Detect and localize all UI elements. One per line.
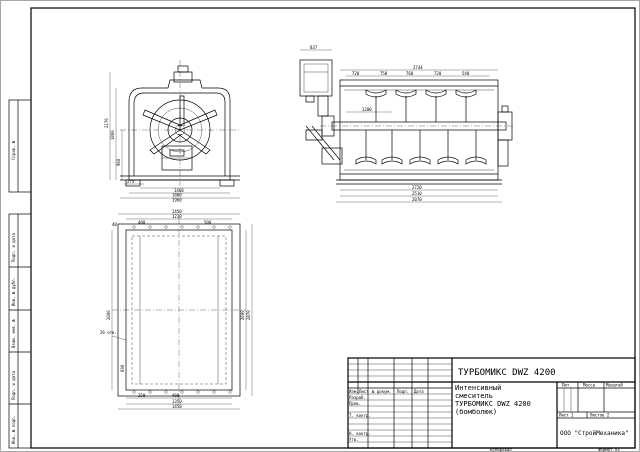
dim-side-760: 760 [406,71,414,76]
col-list: Лист [359,389,369,394]
copied-label: Копировал [490,447,512,452]
dim-plan-1450: 1450 [172,209,182,214]
dim-side-720b: 720 [434,71,442,76]
dim-front-1460: 1460 [174,188,184,193]
front-view: 1800 2170 960 1460 1800 1960 275 [104,60,240,203]
dim-front-1800b: 1800 [172,193,182,198]
document-title: ТУРБОМИКС DWZ 4200 [458,368,556,378]
item-name-line-3: ТУРБОМИКС DWZ 4200 [455,400,531,408]
dim-plan-1230: 1230 [172,214,182,219]
dim-side-720a: 720 [352,71,360,76]
lit-label: Лит. [562,383,572,388]
role-developer: Разраб. [349,395,366,400]
role-checked: Пров. [349,401,361,406]
dim-plan-2870: 2870 [246,310,251,320]
dim-plan-1350: 1350 [172,399,182,404]
dim-plan-400: 400 [138,220,146,225]
plan-view: 1450 1230 400 500 40 2000 2600 2870 690 … [100,209,253,410]
dim-plan-1450b: 1450 [172,404,182,409]
role-tech-control: Т. контр. [349,413,371,418]
dim-front-275: 275 [127,179,135,184]
item-name-line-4: (бомболюк) [455,408,497,416]
dim-front-960: 960 [116,158,121,166]
dim-side-837: 837 [310,45,318,50]
dim-side-1200: 1200 [362,107,372,112]
strip-label-orig: Инв. № подл. [11,415,16,444]
dim-plan-2000: 2000 [106,310,111,320]
dim-front-1800: 1800 [110,130,115,140]
col-sign: Подп. [397,389,409,394]
dim-plan-2600: 2600 [240,310,245,320]
dim-plan-40: 40 [112,222,117,227]
strip-label-dup: Инв. № дубл. [11,277,16,306]
dim-plan-400b: 400 [172,393,180,398]
mass-label: Масса [583,383,596,388]
strip-label-ref: Справ. № [11,140,16,160]
col-doc: № докум. [372,389,391,394]
format-label: Формат А3 [598,447,620,452]
strip-label-sign2: Подп. и дата [11,371,16,400]
role-approved: Утв. [349,437,359,442]
strip-label-sign1: Подп. и дата [11,233,16,262]
dim-side-2720: 2720 [412,185,422,190]
strip-label-repl: Взам. инв. № [11,319,16,348]
organization-name: ООО "СтройМеханика" [560,430,629,437]
dim-plan-500: 500 [204,220,212,225]
dim-side-2070: 2070 [412,197,422,202]
item-name-line-2: смеситель [455,392,493,400]
left-strip: Справ. № Подп. и дата Инв. № дубл. Взам.… [8,99,32,449]
item-name-line-1: Интенсивный [455,384,501,392]
col-date: Дата [414,389,424,394]
dim-side-540: 540 [462,71,470,76]
side-view: 837 [299,45,514,203]
dim-front-2170: 2170 [104,118,109,128]
dim-plan-holes: 26 отв. [100,330,117,335]
scale-label: Масштаб [606,383,623,388]
dim-plan-690: 690 [120,364,125,372]
title-block: ТУРБОМИКС DWZ 4200 Изм. Лист № докум. По… [347,357,636,449]
dim-plan-250: 250 [138,393,146,398]
role-norm-control: Н. контр. [349,431,371,436]
dim-side-2510: 2510 [412,191,422,196]
col-izm: Изм. [349,389,359,394]
dim-front-1960: 1960 [172,198,182,203]
sheets-label: Листов 2 [590,413,610,418]
dim-side-2744: 2744 [413,65,423,70]
dim-side-750: 750 [380,71,388,76]
sheet-label: Лист 1 [559,413,574,418]
